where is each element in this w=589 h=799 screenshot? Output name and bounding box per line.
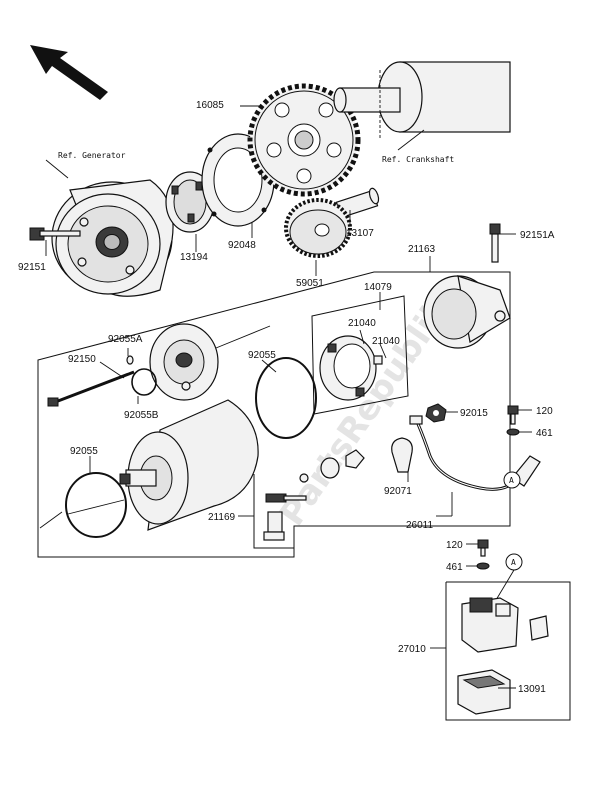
- part-label-13107: 13107: [346, 228, 374, 239]
- front-cover: [149, 323, 219, 401]
- connector-a-upper: A: [503, 471, 521, 489]
- nut-92015: [425, 403, 447, 423]
- starter-motor: [119, 399, 259, 531]
- part-label-26011: 26011: [406, 520, 434, 531]
- bolt-92150: [47, 370, 135, 407]
- bolt-92151: [29, 227, 81, 241]
- part-label-13091: 13091: [518, 684, 546, 695]
- part-label-92055A: 92055A: [108, 334, 143, 345]
- relay-group-box: [445, 581, 571, 721]
- o-ring-92055A: [126, 355, 134, 365]
- part-label-92150: 92150: [68, 354, 96, 365]
- part-label-92015: 92015: [460, 408, 488, 419]
- part-label-92055-left: 92055: [70, 446, 98, 457]
- part-label-461-lower: 461: [446, 562, 463, 573]
- part-label-92151: 92151: [18, 262, 46, 273]
- part-label-14079: 14079: [364, 282, 392, 293]
- o-ring-92055-right: [255, 357, 317, 439]
- ref-generator-label: Ref. Generator: [58, 151, 126, 160]
- bolt-92151A: [489, 223, 501, 263]
- svg-text:A: A: [511, 558, 516, 567]
- generator-rotor: [51, 179, 174, 297]
- ref-crankshaft-label: Ref. Crankshaft: [382, 155, 454, 164]
- part-label-120-lower: 120: [446, 540, 463, 551]
- part-label-461-right: 461: [536, 428, 553, 439]
- lead-26011: [409, 415, 541, 491]
- part-label-27010: 27010: [398, 644, 426, 655]
- part-label-21163: 21163: [408, 244, 436, 255]
- o-ring-92055B: [131, 368, 157, 396]
- washer-461-lower: [476, 562, 490, 570]
- end-cover-21163: [423, 275, 511, 349]
- terminal-kit-box: [253, 474, 294, 549]
- brush-holder-14079: [319, 335, 383, 401]
- relay-cover-13091: [457, 669, 511, 715]
- direction-arrow-icon: [30, 45, 108, 100]
- bolt-120-lower: [477, 539, 489, 557]
- idle-gear-59051: [284, 198, 352, 258]
- cap-92071: [391, 437, 413, 473]
- leader-lines: [39, 105, 532, 689]
- shaft-13107: [335, 187, 380, 219]
- part-label-21040-b: 21040: [372, 336, 400, 347]
- svg-text:A: A: [509, 476, 514, 485]
- o-ring-92055-left: [65, 472, 127, 538]
- part-label-92048: 92048: [228, 240, 256, 251]
- starter-clutch-gear-16085: [247, 83, 361, 197]
- part-label-21040-a: 21040: [348, 318, 376, 329]
- part-label-21169: 21169: [208, 512, 236, 523]
- part-label-13194: 13194: [180, 252, 208, 263]
- part-label-92071: 92071: [384, 486, 412, 497]
- part-label-59051: 59051: [296, 278, 324, 289]
- crankshaft: [333, 61, 511, 140]
- connector-a-lower: A: [495, 553, 523, 601]
- starter-assembly-box: [37, 271, 511, 558]
- part-label-92151A: 92151A: [520, 230, 555, 241]
- part-label-92055B: 92055B: [124, 410, 159, 421]
- starter-relay-27010: [461, 597, 549, 653]
- washer-461-right: [506, 428, 520, 436]
- part-label-92055-right: 92055: [248, 350, 276, 361]
- terminal-kit-21169: [263, 449, 365, 541]
- part-label-16085: 16085: [196, 100, 224, 111]
- part-label-120-right: 120: [536, 406, 553, 417]
